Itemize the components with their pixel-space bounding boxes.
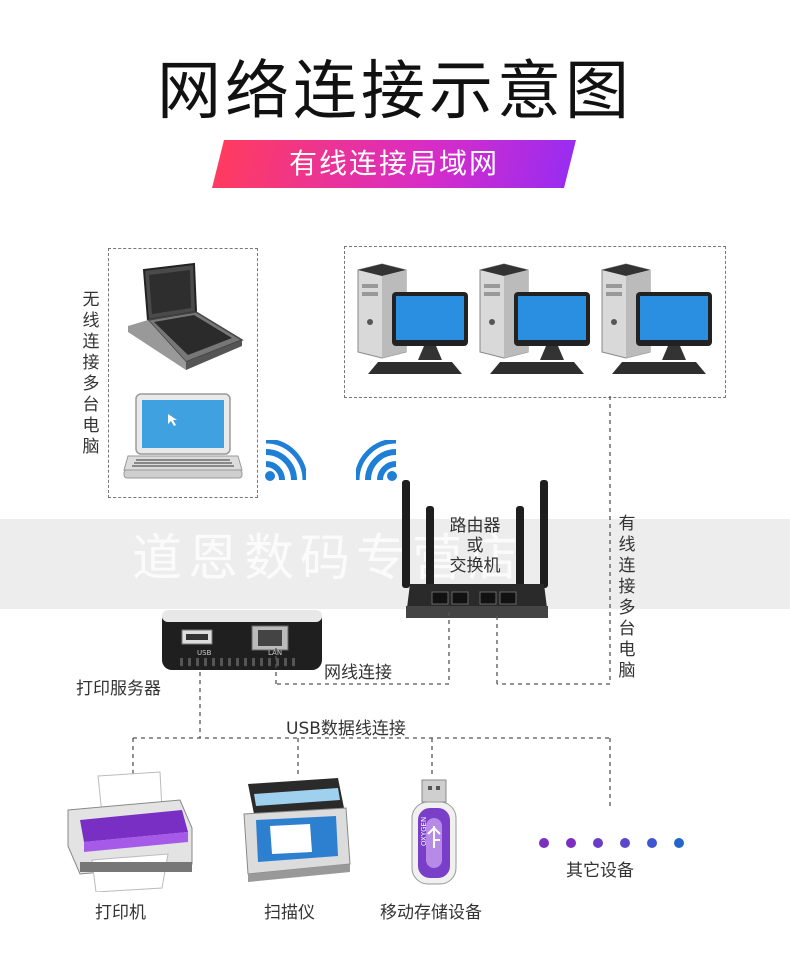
- watermark-band: [0, 519, 790, 609]
- watermark-text: 道恩数码专营店: [132, 529, 524, 587]
- router-label-line1: 路由器: [449, 516, 501, 536]
- page-title: 网络连接示意图: [157, 55, 633, 129]
- router-label: 路由器 或 交换机: [440, 516, 510, 576]
- dot-6: [674, 838, 684, 848]
- print-server-label: 打印服务器: [76, 679, 161, 699]
- wireless-multi-pc-label: 无线连接多台电脑: [82, 290, 100, 457]
- port-usb-label: USB: [197, 649, 212, 657]
- wired-multi-pc-label: 有线连接多台电脑: [618, 514, 636, 681]
- network-connection-label: 网线连接: [324, 663, 392, 683]
- wired-pc-group: [344, 246, 726, 398]
- usb-drive-brand: OXYGEN: [420, 816, 428, 846]
- mobile-storage-label: 移动存储设备: [380, 903, 482, 923]
- desktop-pc-icon-1: [357, 263, 468, 374]
- wireless-pc-group: [108, 248, 258, 498]
- dot-2: [566, 838, 576, 848]
- dot-4: [620, 838, 630, 848]
- printer-label: 打印机: [95, 903, 146, 923]
- router-label-line2: 或: [466, 536, 484, 556]
- scanner-icon: [243, 778, 351, 882]
- other-devices-label: 其它设备: [566, 861, 634, 881]
- banner-text: 有线连接局域网: [288, 147, 499, 180]
- laptop-white-icon: [123, 393, 243, 479]
- desktop-pc-icon-2: [479, 263, 590, 374]
- wifi-icon-right: [356, 440, 397, 481]
- printer-icon: [67, 771, 193, 892]
- usb-connection-label: USB数据线连接: [286, 719, 406, 739]
- scanner-label: 扫描仪: [264, 903, 315, 923]
- desktop-pc-icon-3: [601, 263, 712, 374]
- router-label-line3: 交换机: [449, 556, 501, 576]
- subtitle-banner: 有线连接局域网: [212, 140, 576, 188]
- wifi-icon-left: [265, 440, 306, 481]
- dot-1: [539, 838, 549, 848]
- dot-3: [593, 838, 603, 848]
- laptop-dark-icon: [128, 262, 244, 370]
- dot-5: [647, 838, 657, 848]
- usb-drive-icon: [411, 779, 457, 885]
- print-server-icon: [162, 610, 322, 670]
- router-icon: [402, 480, 548, 618]
- port-lan-label: LAN: [268, 649, 283, 657]
